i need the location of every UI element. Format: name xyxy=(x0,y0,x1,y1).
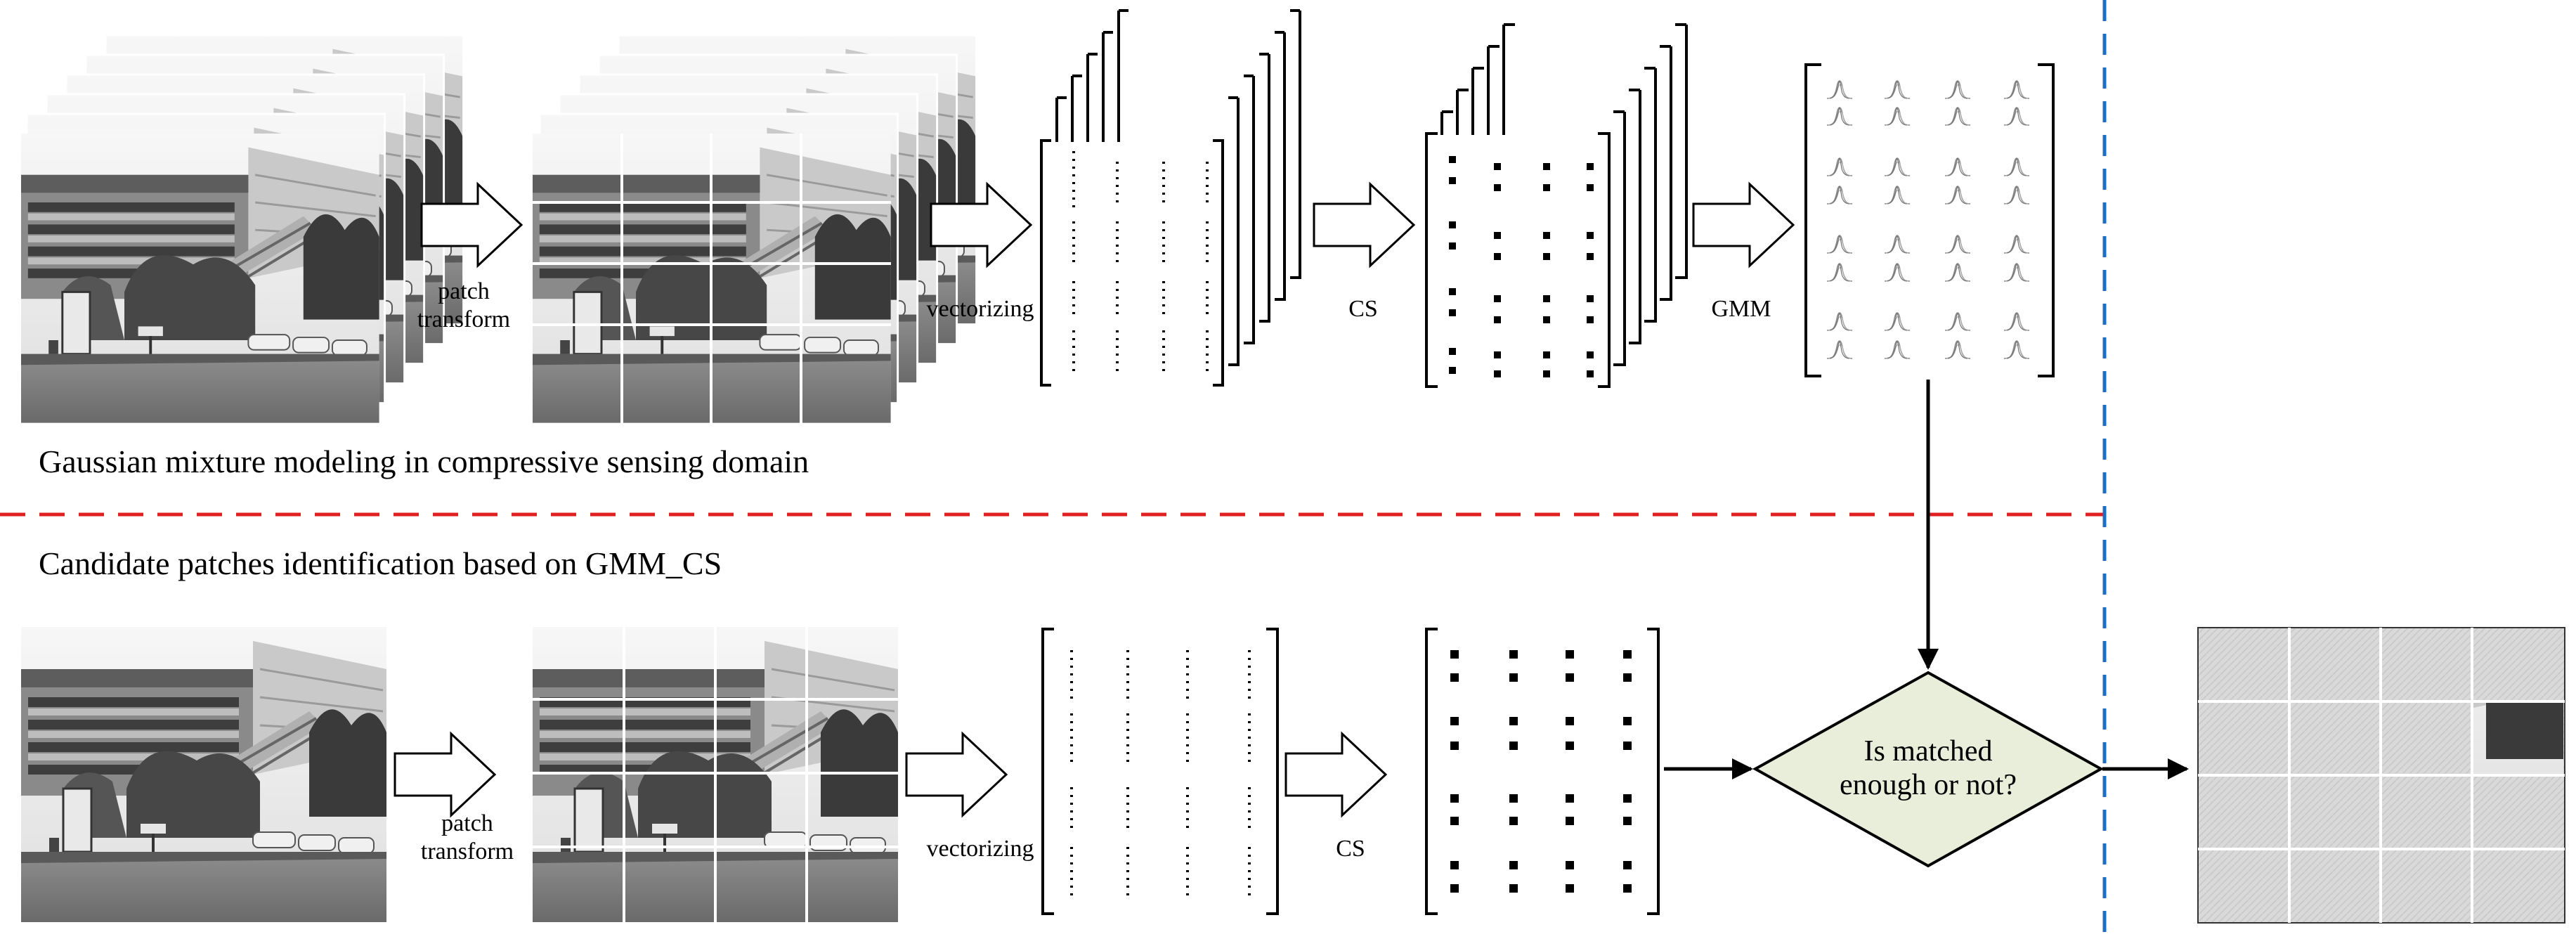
cs-arrow-bottom xyxy=(1284,731,1388,818)
vector-matrix-bottom xyxy=(1041,628,1279,915)
vector-matrix-stack xyxy=(1040,9,1301,387)
frame-stack-patched xyxy=(531,34,978,425)
vector-dots-top xyxy=(1072,151,1209,376)
cs-matrix-bottom xyxy=(1425,628,1660,915)
decision-text-line1: Is matched xyxy=(1863,735,1992,768)
gmm-curves xyxy=(1826,80,2030,359)
frame-stack-original xyxy=(20,34,465,425)
top-section-heading: Gaussian mixture modeling in compressive… xyxy=(39,443,809,479)
gmm-matrix xyxy=(1804,63,2055,377)
cs-label: CS xyxy=(1348,296,1378,322)
vectorizing-arrow-bottom xyxy=(905,731,1008,818)
patch-grid xyxy=(533,134,891,423)
patch-label-bottom-line2: transform xyxy=(421,838,514,864)
bottom-row: Candidate patches identification based o… xyxy=(20,380,2565,924)
vectorizing-label: vectorizing xyxy=(927,296,1034,322)
cs-matrix-stack xyxy=(1425,23,1688,388)
decision-node: Is matched enough or not? xyxy=(1752,671,2105,868)
decision-text-line2: enough or not? xyxy=(1840,769,2017,801)
patch-label-line2: transform xyxy=(417,306,510,332)
patch-label-bottom-line1: patch xyxy=(441,810,493,836)
gmm-arrow xyxy=(1692,181,1795,268)
cs-label-bottom: CS xyxy=(1336,836,1365,862)
cs-dots-top xyxy=(1449,156,1594,377)
bottom-section-heading: Candidate patches identification based o… xyxy=(39,545,722,581)
vectorizing-label-bottom: vectorizing xyxy=(927,836,1034,862)
patch-transform-arrow-bottom xyxy=(393,731,497,818)
vectorizing-arrow xyxy=(930,181,1033,268)
patch-label-line1: patch xyxy=(438,278,490,304)
patch-transform-arrow xyxy=(420,181,523,268)
gmm-label: GMM xyxy=(1711,296,1771,322)
output-patch-map xyxy=(2197,627,2565,924)
cs-arrow xyxy=(1313,181,1416,268)
frame-original xyxy=(20,626,388,924)
top-row: patch transform vectorizing xyxy=(20,9,2055,479)
frame-patched xyxy=(531,626,899,924)
